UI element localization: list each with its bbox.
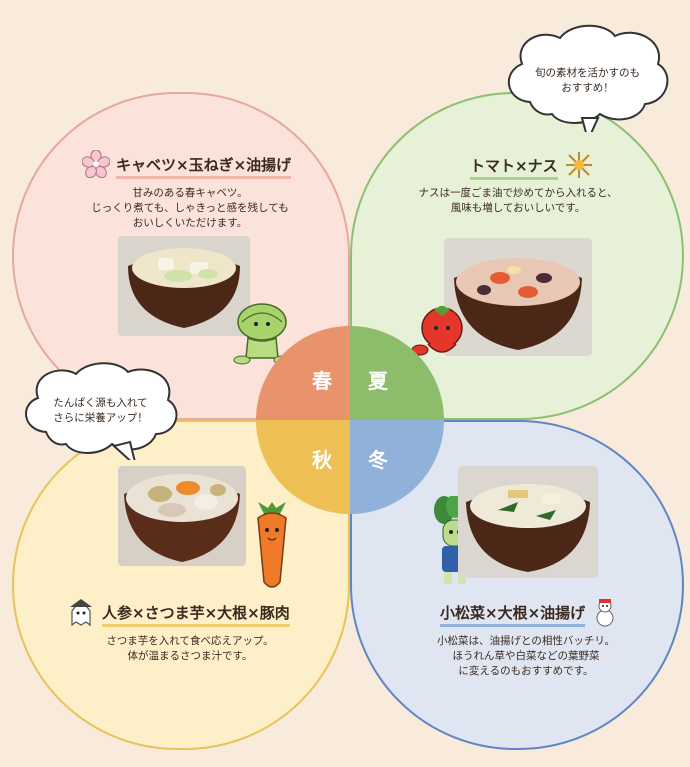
summer-title: トマト×ナス <box>470 150 594 184</box>
autumn-soup-photo <box>118 466 246 566</box>
bubble-left-text: たんぱく源も入れて さらに栄養アップ！ <box>53 397 148 424</box>
autumn-desc: さつま芋を入れて食べ応えアップ。 体が温まるさつま汁です。 <box>106 635 274 662</box>
spring-title: キャベツ×玉ねぎ×油揚げ <box>81 149 292 182</box>
summer-soup-photo <box>444 238 592 356</box>
sakura-icon <box>81 149 111 182</box>
spring-label: 春 <box>312 369 332 393</box>
summer-label: 夏 <box>368 369 388 393</box>
summer-quadrant: 夏 <box>350 326 444 420</box>
spring-soup-photo <box>118 236 250 336</box>
autumn-quadrant: 秋 <box>256 420 350 514</box>
bubble-top: 旬の素材を活かすのも おすすめ！ <box>500 22 675 132</box>
bubble-left: たんぱく源も入れて さらに栄養アップ！ <box>18 360 183 460</box>
summer-desc: ナスは一度ごま油で炒めてから入れると、 風味も増しておいしいです。 <box>418 187 618 214</box>
summer-title-text: トマト×ナス <box>470 155 558 180</box>
snowman-icon <box>591 597 619 631</box>
season-wheel: 春 夏 秋 冬 <box>256 326 444 514</box>
autumn-title-text: 人参×さつま芋×大根×豚肉 <box>102 602 290 627</box>
winter-quadrant: 冬 <box>350 420 444 514</box>
spring-title-text: キャベツ×玉ねぎ×油揚げ <box>116 154 292 179</box>
spring-desc: 甘みのある春キャベツ。 じっくり煮ても、しゃきっと感を残しても おいしくいただけ… <box>91 187 289 229</box>
ghost-icon <box>66 597 96 631</box>
winter-soup-photo <box>458 466 598 578</box>
winter-label: 冬 <box>368 448 388 472</box>
bubble-top-text: 旬の素材を活かすのも おすすめ！ <box>535 67 640 94</box>
carrot-character <box>250 502 294 596</box>
winter-title: 小松菜×大根×油揚げ <box>440 597 619 631</box>
autumn-label: 秋 <box>312 448 332 472</box>
sun-icon <box>564 150 594 184</box>
winter-title-text: 小松菜×大根×油揚げ <box>440 602 586 627</box>
spring-quadrant: 春 <box>256 326 350 420</box>
autumn-title: 人参×さつま芋×大根×豚肉 <box>66 597 290 631</box>
winter-desc: 小松菜は、油揚げとの相性バッチリ。 ほうれん草や白菜などの葉野菜 に変えるのもお… <box>437 635 615 677</box>
